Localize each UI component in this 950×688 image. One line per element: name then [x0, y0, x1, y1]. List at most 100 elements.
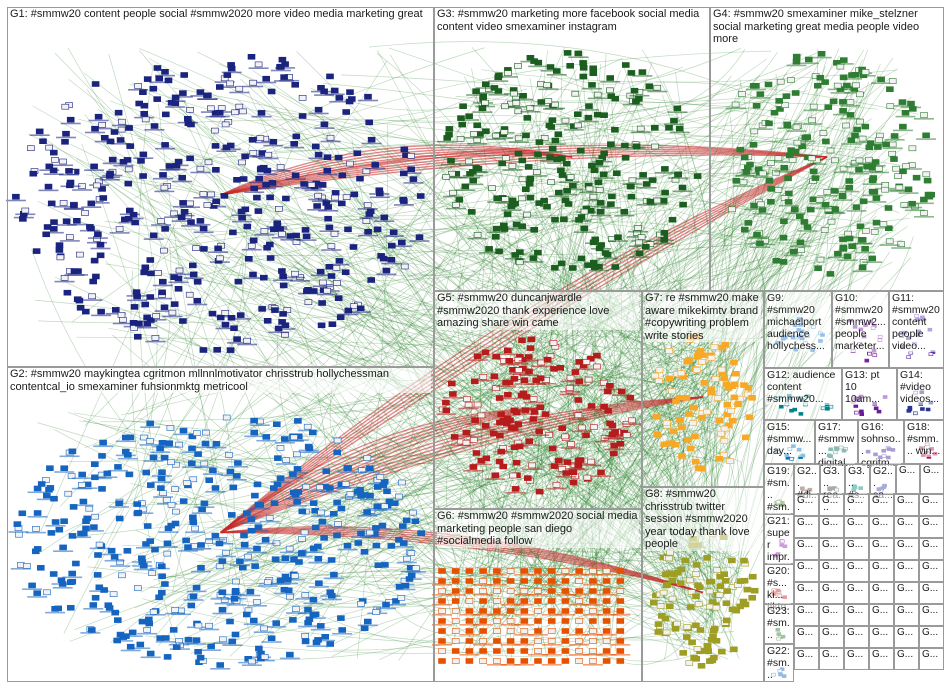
edge	[388, 47, 631, 145]
vertex	[671, 176, 680, 183]
vertex	[843, 253, 852, 260]
vertex-caption-mark	[376, 607, 396, 610]
vertex	[632, 98, 640, 105]
vertex-caption-mark	[212, 642, 233, 644]
vertex	[50, 219, 58, 225]
vertex	[508, 163, 517, 169]
vertex	[554, 189, 563, 196]
vertex	[405, 576, 414, 582]
vertex	[182, 537, 190, 544]
vertex-caption-mark	[227, 342, 248, 344]
vertex-caption-mark	[266, 626, 287, 628]
tiny-group-label: G...	[847, 627, 866, 639]
vertex-caption-mark	[130, 647, 151, 650]
vertex	[660, 230, 669, 236]
vertex-caption-mark	[817, 195, 838, 197]
vertex	[783, 121, 792, 128]
edge	[310, 105, 766, 637]
vertex	[15, 531, 23, 538]
vertex	[289, 617, 297, 623]
vertex	[334, 520, 342, 527]
edge	[276, 515, 696, 611]
vertex-caption-mark	[557, 193, 578, 196]
vertex	[77, 530, 85, 537]
vertex	[243, 223, 252, 230]
vertex-caption-mark	[862, 170, 883, 173]
vertex-caption-mark	[99, 179, 120, 181]
vertex	[326, 641, 335, 647]
group-label-g1: G1: #smmw20 content people social #smmw2…	[10, 8, 431, 21]
vertex-caption-mark	[568, 56, 589, 58]
vertex	[97, 308, 105, 315]
vertex-caption-mark	[133, 568, 154, 571]
vertex-caption-mark	[247, 551, 267, 554]
edge	[76, 336, 541, 350]
edge	[407, 189, 684, 533]
vertex	[291, 270, 299, 277]
vertex-caption-mark	[110, 565, 131, 567]
vertex	[65, 168, 73, 174]
vertex	[621, 62, 630, 68]
edge-bundle	[220, 396, 704, 534]
vertex-caption-mark	[165, 100, 186, 102]
vertex	[124, 180, 133, 187]
edge	[221, 576, 481, 608]
vertex	[770, 109, 779, 116]
edge-bundle	[220, 150, 828, 196]
vertex	[397, 594, 406, 601]
vertex	[157, 485, 165, 491]
tiny-group-box: G...	[794, 560, 819, 582]
vertex	[123, 547, 132, 554]
vertex-caption-mark	[405, 571, 426, 573]
tiny-group-label: G...	[797, 649, 816, 661]
edge	[108, 327, 672, 544]
vertex	[47, 200, 56, 207]
edge-bundle	[220, 146, 573, 196]
vertex	[304, 286, 312, 293]
vertex	[66, 234, 74, 240]
vertex	[204, 159, 213, 166]
tiny-group-box: G...	[794, 626, 819, 648]
edge	[254, 99, 560, 399]
tiny-group-box: G...	[819, 538, 844, 560]
vertex	[155, 594, 163, 601]
vertex-caption-mark	[574, 231, 595, 233]
vertex	[363, 454, 372, 461]
vertex-caption-mark	[359, 471, 380, 473]
vertex	[585, 185, 594, 192]
vertex-caption-mark	[512, 229, 533, 231]
vertex	[551, 137, 560, 144]
vertex	[579, 60, 587, 66]
vertex-caption-mark	[593, 177, 614, 179]
vertex	[324, 215, 332, 222]
vertex	[172, 644, 181, 650]
vertex-caption-mark	[579, 109, 599, 111]
tiny-group-box: G...	[869, 538, 894, 560]
vertex	[320, 88, 328, 95]
vertex	[407, 153, 415, 159]
vertex-caption-mark	[526, 175, 547, 177]
edge	[701, 335, 713, 583]
vertex-caption-mark	[60, 185, 81, 188]
vertex	[599, 171, 608, 178]
vertex-caption-mark	[310, 628, 331, 631]
vertex-caption-mark	[321, 598, 342, 601]
vertex	[289, 489, 298, 496]
vertex	[76, 304, 85, 311]
vertex	[116, 137, 125, 143]
vertex	[152, 313, 160, 319]
vertex	[665, 125, 673, 131]
vertex	[466, 171, 474, 177]
vertex	[791, 148, 800, 155]
tiny-group-box: G...	[869, 582, 894, 604]
vertex	[511, 200, 519, 207]
vertex	[314, 543, 322, 550]
vertex	[243, 611, 251, 618]
edge	[455, 90, 808, 104]
vertex-caption-mark	[777, 127, 798, 129]
vertex	[90, 524, 98, 530]
vertex	[282, 195, 290, 202]
vertex	[530, 227, 539, 233]
tiny-group-label: G...	[872, 627, 891, 639]
vertex-caption-mark	[790, 245, 811, 247]
